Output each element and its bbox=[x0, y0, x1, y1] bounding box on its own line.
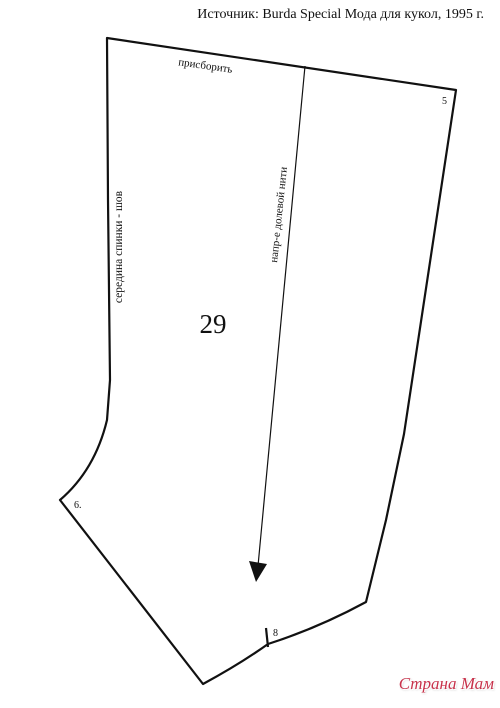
watermark-logo: Страна Мам bbox=[398, 674, 494, 693]
source-caption: Источник: Burda Special Мода для кукол, … bbox=[197, 7, 484, 22]
notch-mark-8 bbox=[264, 627, 270, 648]
grainline-label: напр-е долевой нити bbox=[268, 166, 290, 263]
gather-label: присборить bbox=[178, 56, 234, 75]
mark-6: 6. bbox=[74, 500, 82, 511]
mark-5: 5 bbox=[442, 96, 447, 107]
center-back-seam-label: середина спинки - шов bbox=[113, 190, 125, 303]
grainline-arrowhead bbox=[249, 561, 267, 582]
piece-number: 29 bbox=[200, 309, 227, 339]
grainline-line bbox=[257, 65, 306, 567]
mark-8: 8 bbox=[273, 628, 278, 639]
pattern-outline bbox=[58, 36, 458, 686]
